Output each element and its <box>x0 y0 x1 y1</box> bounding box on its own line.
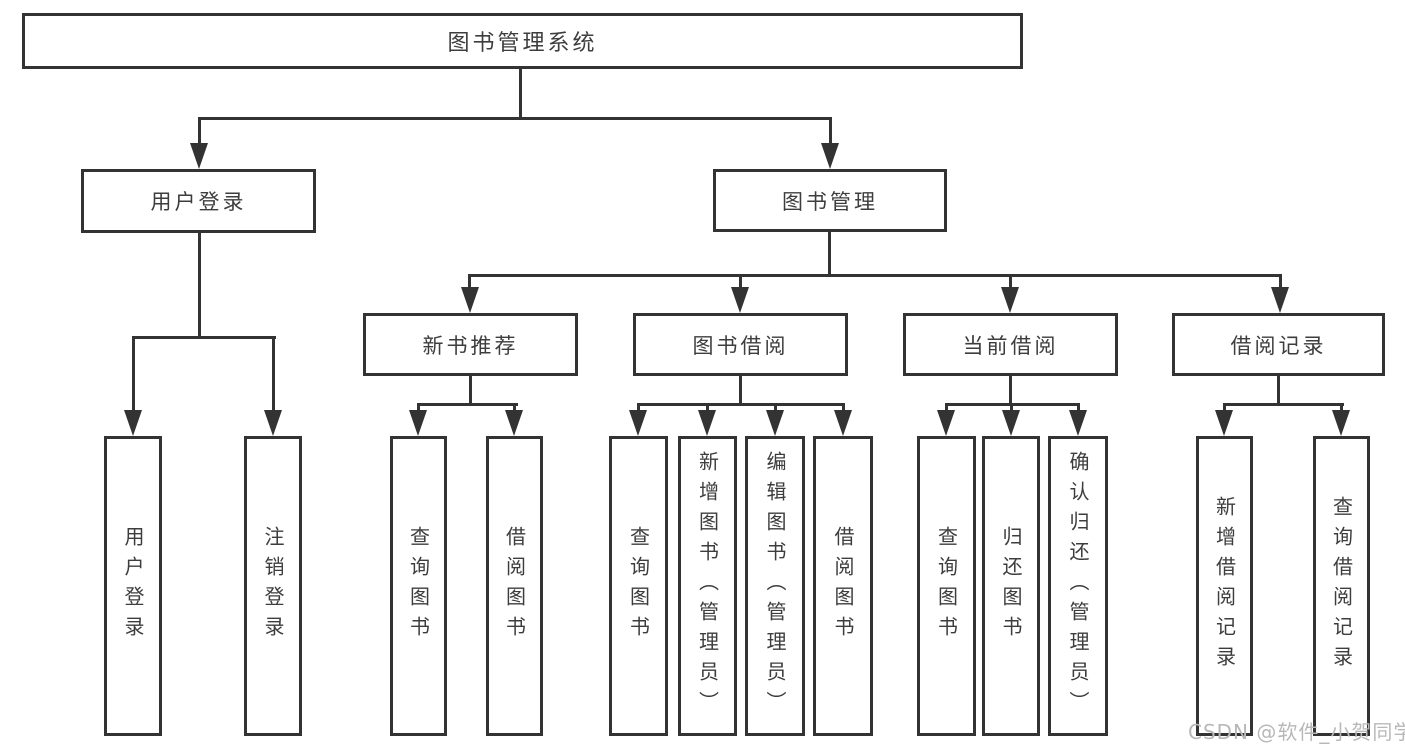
node-label: 新增借阅记录 <box>1212 496 1237 676</box>
node-label: 查询借阅记录 <box>1329 496 1354 676</box>
node-leaf-user-login: 用户登录 <box>104 436 162 736</box>
arrow-down-icon <box>190 143 208 169</box>
arrow-down-icon <box>461 287 479 313</box>
arrow-down-icon <box>505 410 523 436</box>
connector-line <box>198 117 832 120</box>
arrow-down-icon <box>264 410 282 436</box>
node-label: 新书推荐 <box>422 333 519 358</box>
connector-line <box>468 274 1282 277</box>
connector-line <box>739 376 742 406</box>
connector-line <box>513 404 516 413</box>
node-label: 借阅图书 <box>502 526 527 646</box>
node-label: 借阅图书 <box>831 526 855 646</box>
arrow-down-icon <box>1215 410 1233 436</box>
connector-line <box>1010 404 1013 413</box>
node-label: 新增图书（管理员） <box>695 451 720 721</box>
node-current-borrowing: 当前借阅 <box>903 313 1118 376</box>
connector-line <box>417 404 420 413</box>
arrow-down-icon <box>1069 410 1087 436</box>
connector-line <box>519 69 522 120</box>
connector-line <box>198 233 201 339</box>
node-label: 图书管理 <box>782 189 878 214</box>
node-label: 查询图书 <box>934 526 959 646</box>
arrow-down-icon <box>409 410 427 436</box>
node-borrowing-records: 借阅记录 <box>1172 313 1385 376</box>
connector-line <box>1279 275 1282 290</box>
node-library-management-system: 图书管理系统 <box>22 13 1023 69</box>
connector-line <box>469 376 472 406</box>
node-label: 确认归还（管理员） <box>1066 451 1090 721</box>
connector-line <box>1340 404 1343 413</box>
arrow-down-icon <box>1002 410 1020 436</box>
connector-line <box>198 118 201 145</box>
node-label: 查询图书 <box>626 526 651 646</box>
node-label: 借阅记录 <box>1230 333 1327 358</box>
connector-line <box>706 404 709 413</box>
node-leaf-logout-login: 注销登录 <box>244 436 302 736</box>
node-label: 图书借阅 <box>692 333 789 358</box>
arrow-down-icon <box>1001 287 1019 313</box>
node-leaf-borrow-books-recommend: 借阅图书 <box>486 436 543 736</box>
node-label: 用户登录 <box>150 190 247 214</box>
connector-line <box>774 404 777 413</box>
connector-line <box>468 275 471 290</box>
connector-line <box>637 404 640 413</box>
node-new-book-recommendation: 新书推荐 <box>363 313 578 376</box>
arrow-down-icon <box>937 410 955 436</box>
connector-line <box>132 337 135 413</box>
node-leaf-borrow-books-borrowing: 借阅图书 <box>813 436 873 736</box>
arrow-down-icon <box>766 410 784 436</box>
node-leaf-edit-books-admin: 编辑图书（管理员） <box>745 436 805 736</box>
connector-line <box>828 232 831 277</box>
node-label: 图书管理系统 <box>447 31 598 56</box>
connector-line <box>1077 404 1080 413</box>
node-book-borrowing: 图书借阅 <box>633 313 848 376</box>
connector-line <box>1009 275 1012 290</box>
arrow-down-icon <box>731 287 749 313</box>
arrow-down-icon <box>1271 287 1289 313</box>
arrow-down-icon <box>821 143 839 169</box>
connector-line <box>637 403 845 406</box>
connector-line <box>945 404 948 413</box>
connector-line <box>272 337 275 413</box>
node-leaf-query-borrow-record: 查询借阅记录 <box>1313 436 1370 736</box>
node-label: 编辑图书（管理员） <box>763 451 787 721</box>
node-leaf-add-borrow-record: 新增借阅记录 <box>1196 436 1253 736</box>
connector-line <box>132 336 276 339</box>
arrow-down-icon <box>1332 410 1350 436</box>
arrow-down-icon <box>124 410 142 436</box>
connector-line <box>1009 376 1012 406</box>
node-label: 归还图书 <box>999 526 1023 646</box>
arrow-down-icon <box>629 410 647 436</box>
connector-line <box>1277 376 1280 406</box>
node-leaf-query-books-borrowing: 查询图书 <box>609 436 668 736</box>
node-leaf-query-books-recommend: 查询图书 <box>390 436 447 736</box>
node-leaf-query-books-current: 查询图书 <box>917 436 976 736</box>
node-label: 用户登录 <box>121 526 145 646</box>
node-leaf-add-books-admin: 新增图书（管理员） <box>678 436 737 736</box>
connector-line <box>739 275 742 290</box>
arrow-down-icon <box>698 410 716 436</box>
node-label: 注销登录 <box>261 526 285 646</box>
node-leaf-return-books: 归还图书 <box>982 436 1040 736</box>
connector-line <box>829 118 832 145</box>
node-label: 查询图书 <box>406 526 431 646</box>
connector-line <box>1223 404 1226 413</box>
watermark-text: CSDN @软件_小贺同学 <box>1188 720 1405 744</box>
arrow-down-icon <box>834 410 852 436</box>
node-book-management: 图书管理 <box>713 169 947 232</box>
connector-line <box>1223 403 1344 406</box>
node-user-login: 用户登录 <box>81 169 316 233</box>
node-label: 当前借阅 <box>962 333 1059 358</box>
connector-line <box>417 403 518 406</box>
connector-line <box>842 404 845 413</box>
node-leaf-confirm-return-admin: 确认归还（管理员） <box>1048 436 1108 736</box>
